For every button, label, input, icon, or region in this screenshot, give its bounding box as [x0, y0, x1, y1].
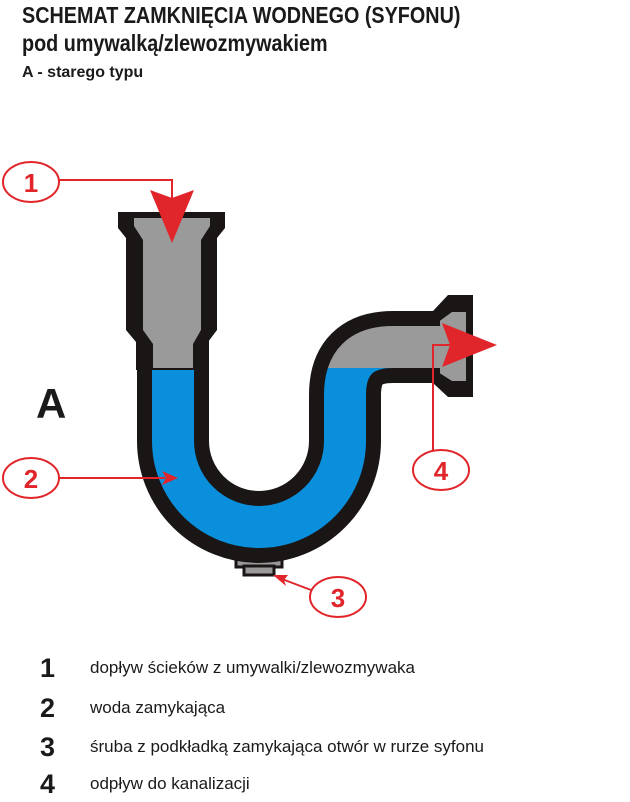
legend-text: woda zamykająca: [90, 698, 226, 717]
svg-text:2: 2: [24, 464, 38, 494]
legend-item-3: 3 śruba z podkładką zamykająca otwór w r…: [40, 729, 484, 765]
title-line-1: SCHEMAT ZAMKNIĘCIA WODNEGO (SYFONU): [22, 2, 461, 28]
siphon-diagram: A 1 2 3 4: [2, 161, 497, 618]
variant-label: A: [36, 380, 66, 427]
legend-number: 1: [40, 652, 56, 683]
title-line-2: pod umywalką/zlewozmywakiem: [22, 30, 328, 56]
legend-item-1: 1 dopływ ścieków z umywalki/zlewozmywaka: [40, 650, 415, 686]
legend-text: dopływ ścieków z umywalki/zlewozmywaka: [90, 658, 415, 677]
svg-text:4: 4: [434, 456, 449, 486]
callout-2: 2: [2, 457, 178, 499]
svg-text:1: 1: [24, 168, 38, 198]
inflow-arrow: [150, 190, 194, 243]
callout-3: 3: [273, 575, 367, 618]
legend-item-4: 4 odpływ do kanalizacji: [40, 766, 250, 802]
legend-item-2: 2 woda zamykająca: [40, 690, 225, 726]
legend-text: śruba z podkładką zamykająca otwór w rur…: [90, 737, 485, 756]
outflow-arrow: [442, 323, 497, 367]
callout-1: 1: [2, 161, 194, 243]
legend-text: odpływ do kanalizacji: [90, 774, 250, 793]
callout-4: 4: [412, 323, 497, 491]
legend-number: 3: [40, 731, 56, 762]
subtitle: A - starego typu: [22, 64, 144, 81]
legend-number: 4: [40, 768, 56, 799]
water-seal: [152, 368, 440, 548]
legend-number: 2: [40, 692, 56, 723]
svg-text:3: 3: [331, 583, 345, 613]
